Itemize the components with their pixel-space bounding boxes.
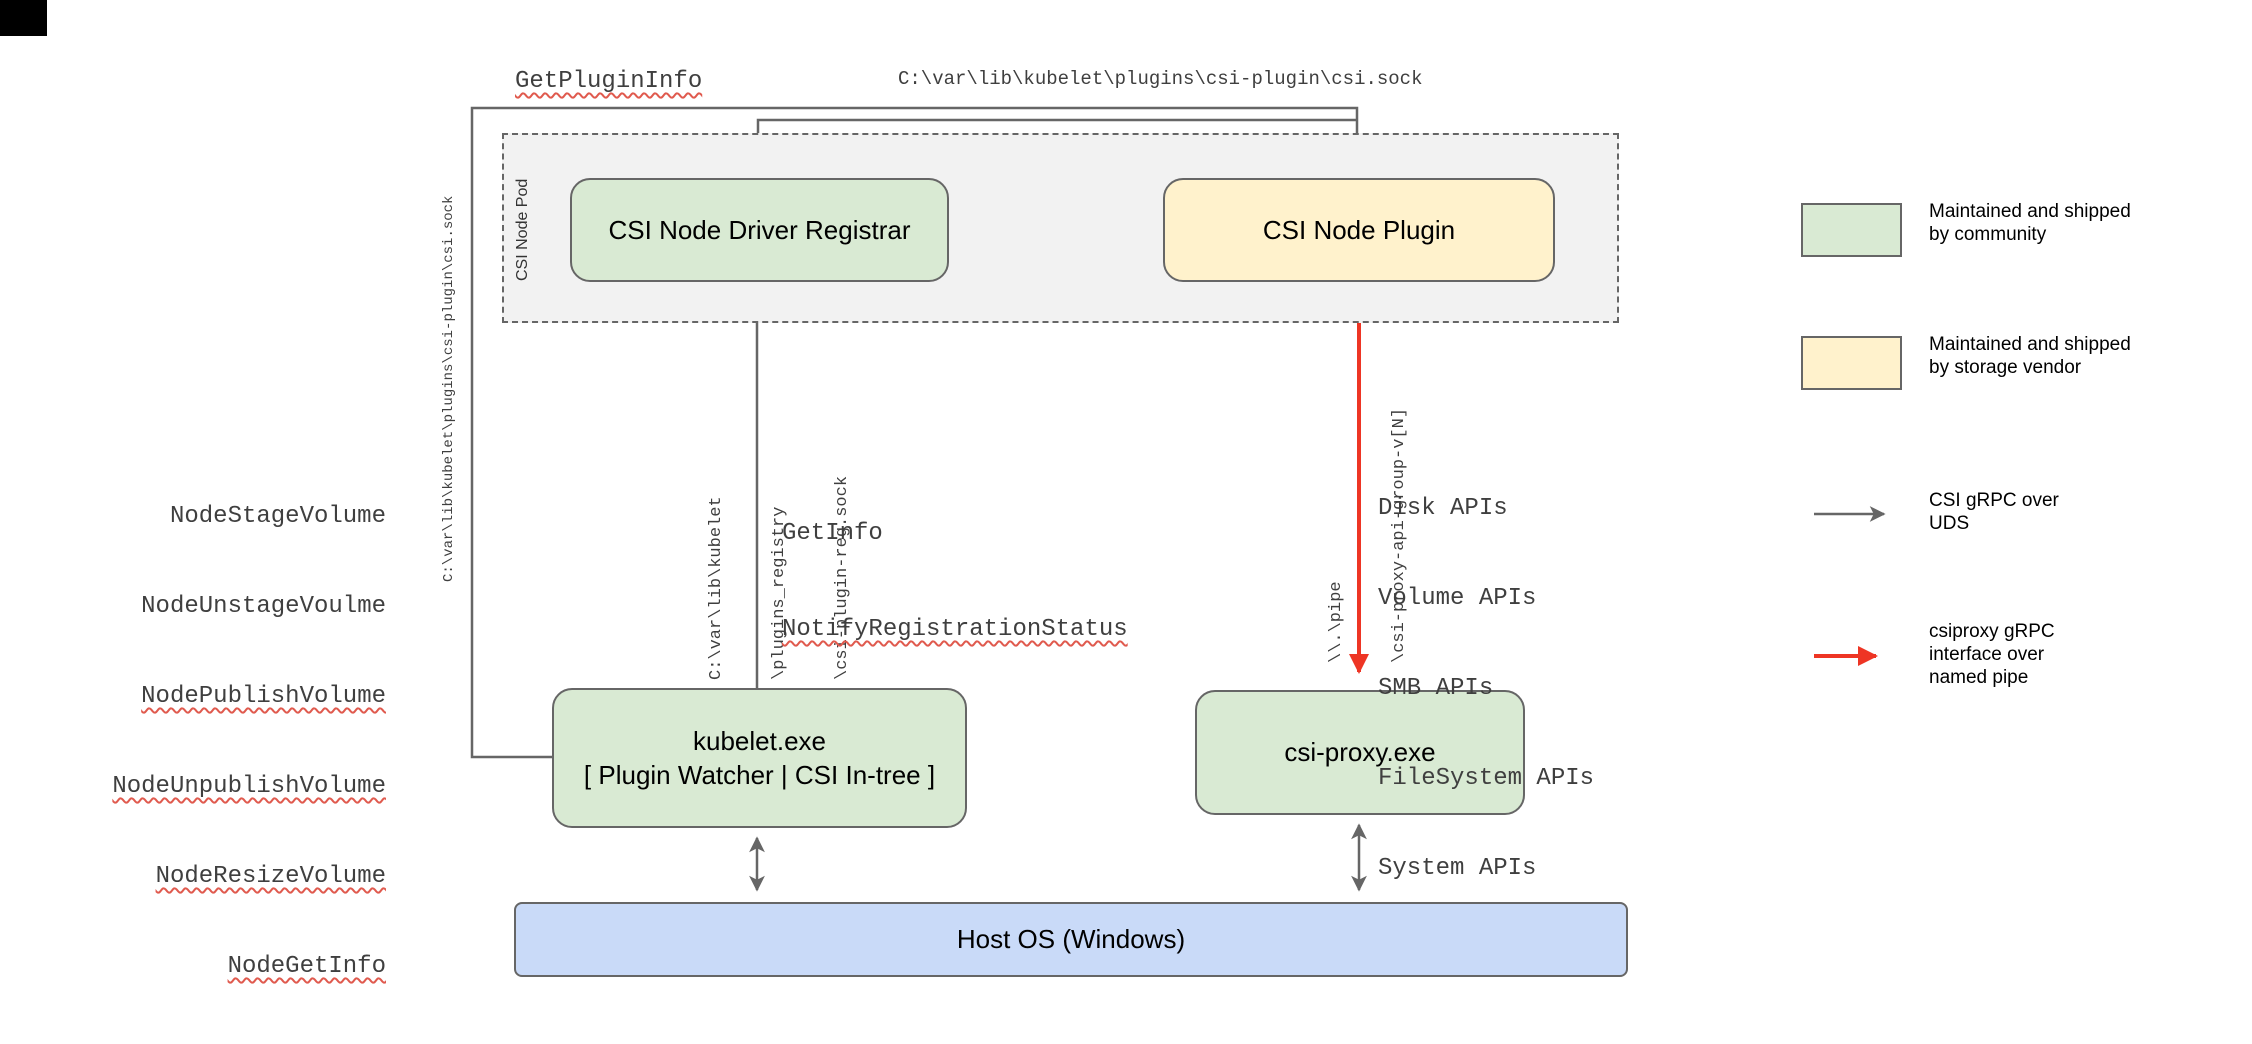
legend-pipe-label: csiproxy gRPC interface over named pipe bbox=[1929, 620, 2055, 689]
legend-text-line: UDS bbox=[1929, 513, 1970, 534]
api-item: SMB APIs bbox=[1378, 675, 1494, 702]
csi-node-pod-label: CSI Node Pod bbox=[514, 178, 531, 281]
csiproxy-node-label: csi-proxy.exe bbox=[1284, 737, 1436, 767]
legend-text-line: by community bbox=[1929, 224, 2047, 245]
legend-vendor-swatch bbox=[1801, 336, 1902, 390]
legend-text-line: by storage vendor bbox=[1929, 357, 2082, 378]
kubelet-to-plugin-connector bbox=[470, 106, 1365, 759]
pipe-path-line: \\.\pipe bbox=[1327, 581, 1346, 663]
top-socket-path-label: C:\var\lib\kubelet\plugins\csi-plugin\cs… bbox=[898, 68, 1423, 90]
api-item: System APIs bbox=[1378, 855, 1537, 882]
api-item: Disk APIs bbox=[1378, 495, 1508, 522]
left-socket-path-label: C:\var\lib\kubelet\plugins\csi-plugin\cs… bbox=[441, 195, 457, 582]
getplugininfo-label: GetPluginInfo bbox=[515, 68, 703, 95]
legend-text-line: Maintained and shipped bbox=[1929, 201, 2131, 222]
rpc-item: NodeResizeVolume bbox=[155, 863, 386, 890]
rpc-item: NodePublishVolume bbox=[141, 683, 386, 710]
proxy-api-list: Disk APIs Volume APIs SMB APIs FileSyste… bbox=[1378, 434, 1594, 944]
registry-path-line: C:\var\lib\kubelet bbox=[707, 496, 726, 680]
rpc-item: NodeGetInfo bbox=[227, 953, 386, 980]
rpc-item: NodeUnstageVoulme bbox=[141, 593, 386, 620]
plugin-node: CSI Node Plugin bbox=[1163, 178, 1555, 282]
kubelet-node: kubelet.exe [ Plugin Watcher | CSI In-tr… bbox=[552, 688, 967, 828]
legend-text-line: Maintained and shipped bbox=[1929, 334, 2131, 355]
rpc-item: NodeUnpublishVolume bbox=[112, 773, 386, 800]
api-item: Volume APIs bbox=[1378, 585, 1537, 612]
registration-rpc-labels: GetInfo NotifyRegistrationStatus bbox=[782, 454, 1128, 710]
legend-community-swatch bbox=[1801, 203, 1902, 257]
kubelet-node-sublabel: [ Plugin Watcher | CSI In-tree ] bbox=[583, 760, 936, 790]
legend-vendor-label: Maintained and shipped by storage vendor bbox=[1929, 333, 2131, 379]
registrar-node: CSI Node Driver Registrar bbox=[570, 178, 949, 282]
getinfo-label: GetInfo bbox=[782, 520, 883, 547]
legend-uds-label: CSI gRPC over UDS bbox=[1929, 489, 2059, 535]
notifyregistrationstatus-label: NotifyRegistrationStatus bbox=[782, 616, 1128, 643]
kubelet-node-label: kubelet.exe bbox=[693, 726, 826, 756]
plugin-node-label: CSI Node Plugin bbox=[1262, 214, 1456, 245]
node-rpc-list: NodeStageVolume NodeUnstageVoulme NodePu… bbox=[60, 442, 386, 1044]
legend-text-line: named pipe bbox=[1929, 667, 2029, 688]
registrar-node-label: CSI Node Driver Registrar bbox=[608, 214, 911, 245]
hostos-node-label: Host OS (Windows) bbox=[956, 924, 1186, 954]
api-item: FileSystem APIs bbox=[1378, 765, 1595, 792]
corner-artifact bbox=[0, 0, 47, 36]
legend-community-label: Maintained and shipped by community bbox=[1929, 200, 2131, 246]
rpc-item: NodeStageVolume bbox=[169, 503, 386, 530]
legend-text-line: interface over bbox=[1929, 644, 2045, 665]
csiproxy-node: csi-proxy.exe bbox=[1195, 690, 1525, 815]
legend-text-line: csiproxy gRPC bbox=[1929, 621, 2055, 642]
legend-text-line: CSI gRPC over bbox=[1929, 490, 2059, 511]
hostos-node: Host OS (Windows) bbox=[514, 902, 1628, 977]
